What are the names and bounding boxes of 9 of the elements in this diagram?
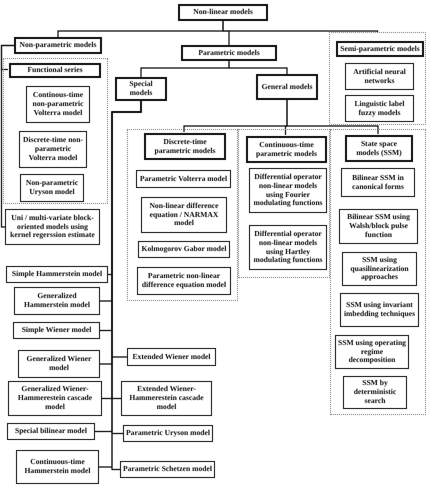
dotted-group-frame [330, 129, 426, 415]
dotted-group-frame [329, 32, 426, 125]
dotted-group-frame [238, 129, 330, 278]
dotted-group-frame [127, 129, 238, 301]
dotted-group-frame [3, 58, 108, 204]
connector-line [222, 21, 378, 32]
connector-line [0, 44, 14, 228]
connector-line [286, 100, 379, 134]
connector-line [228, 61, 288, 74]
